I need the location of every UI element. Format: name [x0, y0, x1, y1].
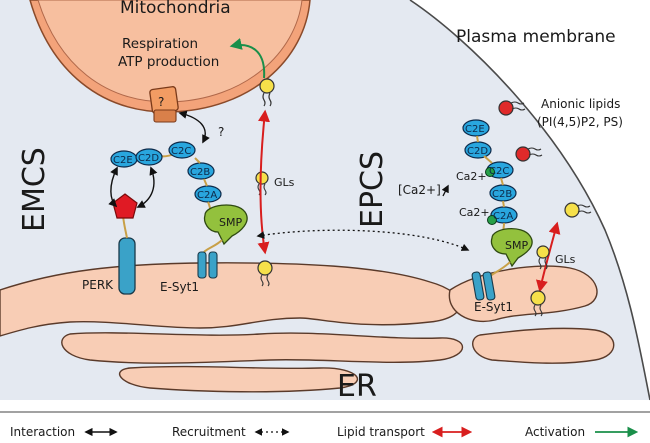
- interaction-arrow-3: [178, 110, 210, 144]
- interaction-arrow-1: [108, 166, 118, 208]
- er-lipid-right: [530, 290, 546, 317]
- ca-ion-label-1: Ca2+: [456, 170, 487, 183]
- respiration-label: Respiration: [122, 36, 198, 52]
- anionic-lipid-2: [515, 146, 543, 162]
- ca-increase-arrow: [441, 184, 449, 197]
- domain-c2c-left: C2C: [171, 146, 191, 157]
- unknown-protein: [149, 86, 179, 123]
- domain-c2e-left: C2E: [113, 155, 133, 166]
- emcs-label: EMCS: [17, 147, 52, 232]
- perk-label: PERK: [82, 278, 114, 292]
- esyt1-right-domains: [462, 119, 533, 301]
- er-lipid-left: [257, 260, 273, 287]
- gls-lipid-right: [536, 245, 550, 270]
- interaction-arrow-2: [136, 166, 158, 208]
- legend-label-recruitment: Recruitment: [172, 425, 246, 439]
- plasma-membrane-label: Plasma membrane: [456, 27, 616, 47]
- question-mark-interaction: ?: [218, 125, 224, 139]
- domain-c2b-left: C2B: [190, 167, 210, 178]
- smp-label-left: SMP: [219, 216, 242, 229]
- smp-label-right: SMP: [505, 239, 528, 252]
- legend-label-interaction: Interaction: [10, 425, 75, 439]
- domain-c2b-right: C2B: [492, 189, 512, 200]
- lipid-transport-arrow-pm: [536, 221, 561, 293]
- er-label: ER: [337, 369, 377, 404]
- ca-concentration-label: [Ca2+]: [398, 183, 441, 197]
- anionic-lipids-list: (PI(4,5)P2, PS): [537, 115, 623, 129]
- domain-c2a-left: C2A: [197, 190, 217, 201]
- domain-c2c-right: C2C: [489, 166, 509, 177]
- gls-label-left: GLs: [274, 176, 295, 189]
- legend-label-activation: Activation: [525, 425, 585, 439]
- domain-c2a-right: C2A: [493, 211, 513, 222]
- pm-lipid-right: [564, 202, 592, 218]
- esyt1-left-domains: [110, 141, 248, 279]
- atp-label: ATP production: [118, 54, 219, 70]
- anionic-lipid-1: [498, 100, 526, 116]
- mitochondria-label: Mitochondria: [120, 0, 231, 18]
- esyt1-right-label: E-Syt1: [474, 300, 513, 314]
- domain-c2e-right: C2E: [465, 124, 485, 135]
- legend: Interaction Recruitment Lipid transport …: [10, 425, 639, 439]
- mito-lipid: [259, 78, 275, 107]
- domain-c2d-right: C2D: [467, 146, 488, 157]
- activation-arrow: [229, 38, 266, 79]
- legend-label-lipid-transport: Lipid transport: [337, 425, 425, 439]
- epcs-label: EPCS: [355, 151, 390, 228]
- esyt1-left-label: E-Syt1: [160, 280, 199, 294]
- mitochondria: [29, 0, 311, 113]
- gls-label-right: GLs: [555, 253, 576, 266]
- ca-ion-label-2: Ca2+: [459, 206, 490, 219]
- anionic-lipids-label: Anionic lipids: [541, 97, 620, 111]
- perk-protein: [112, 193, 138, 295]
- plasma-membrane-line: [409, 0, 650, 401]
- question-mark-protein: ?: [158, 95, 164, 109]
- domain-c2d-left: C2D: [138, 153, 159, 164]
- recruitment-arrow: [256, 229, 470, 251]
